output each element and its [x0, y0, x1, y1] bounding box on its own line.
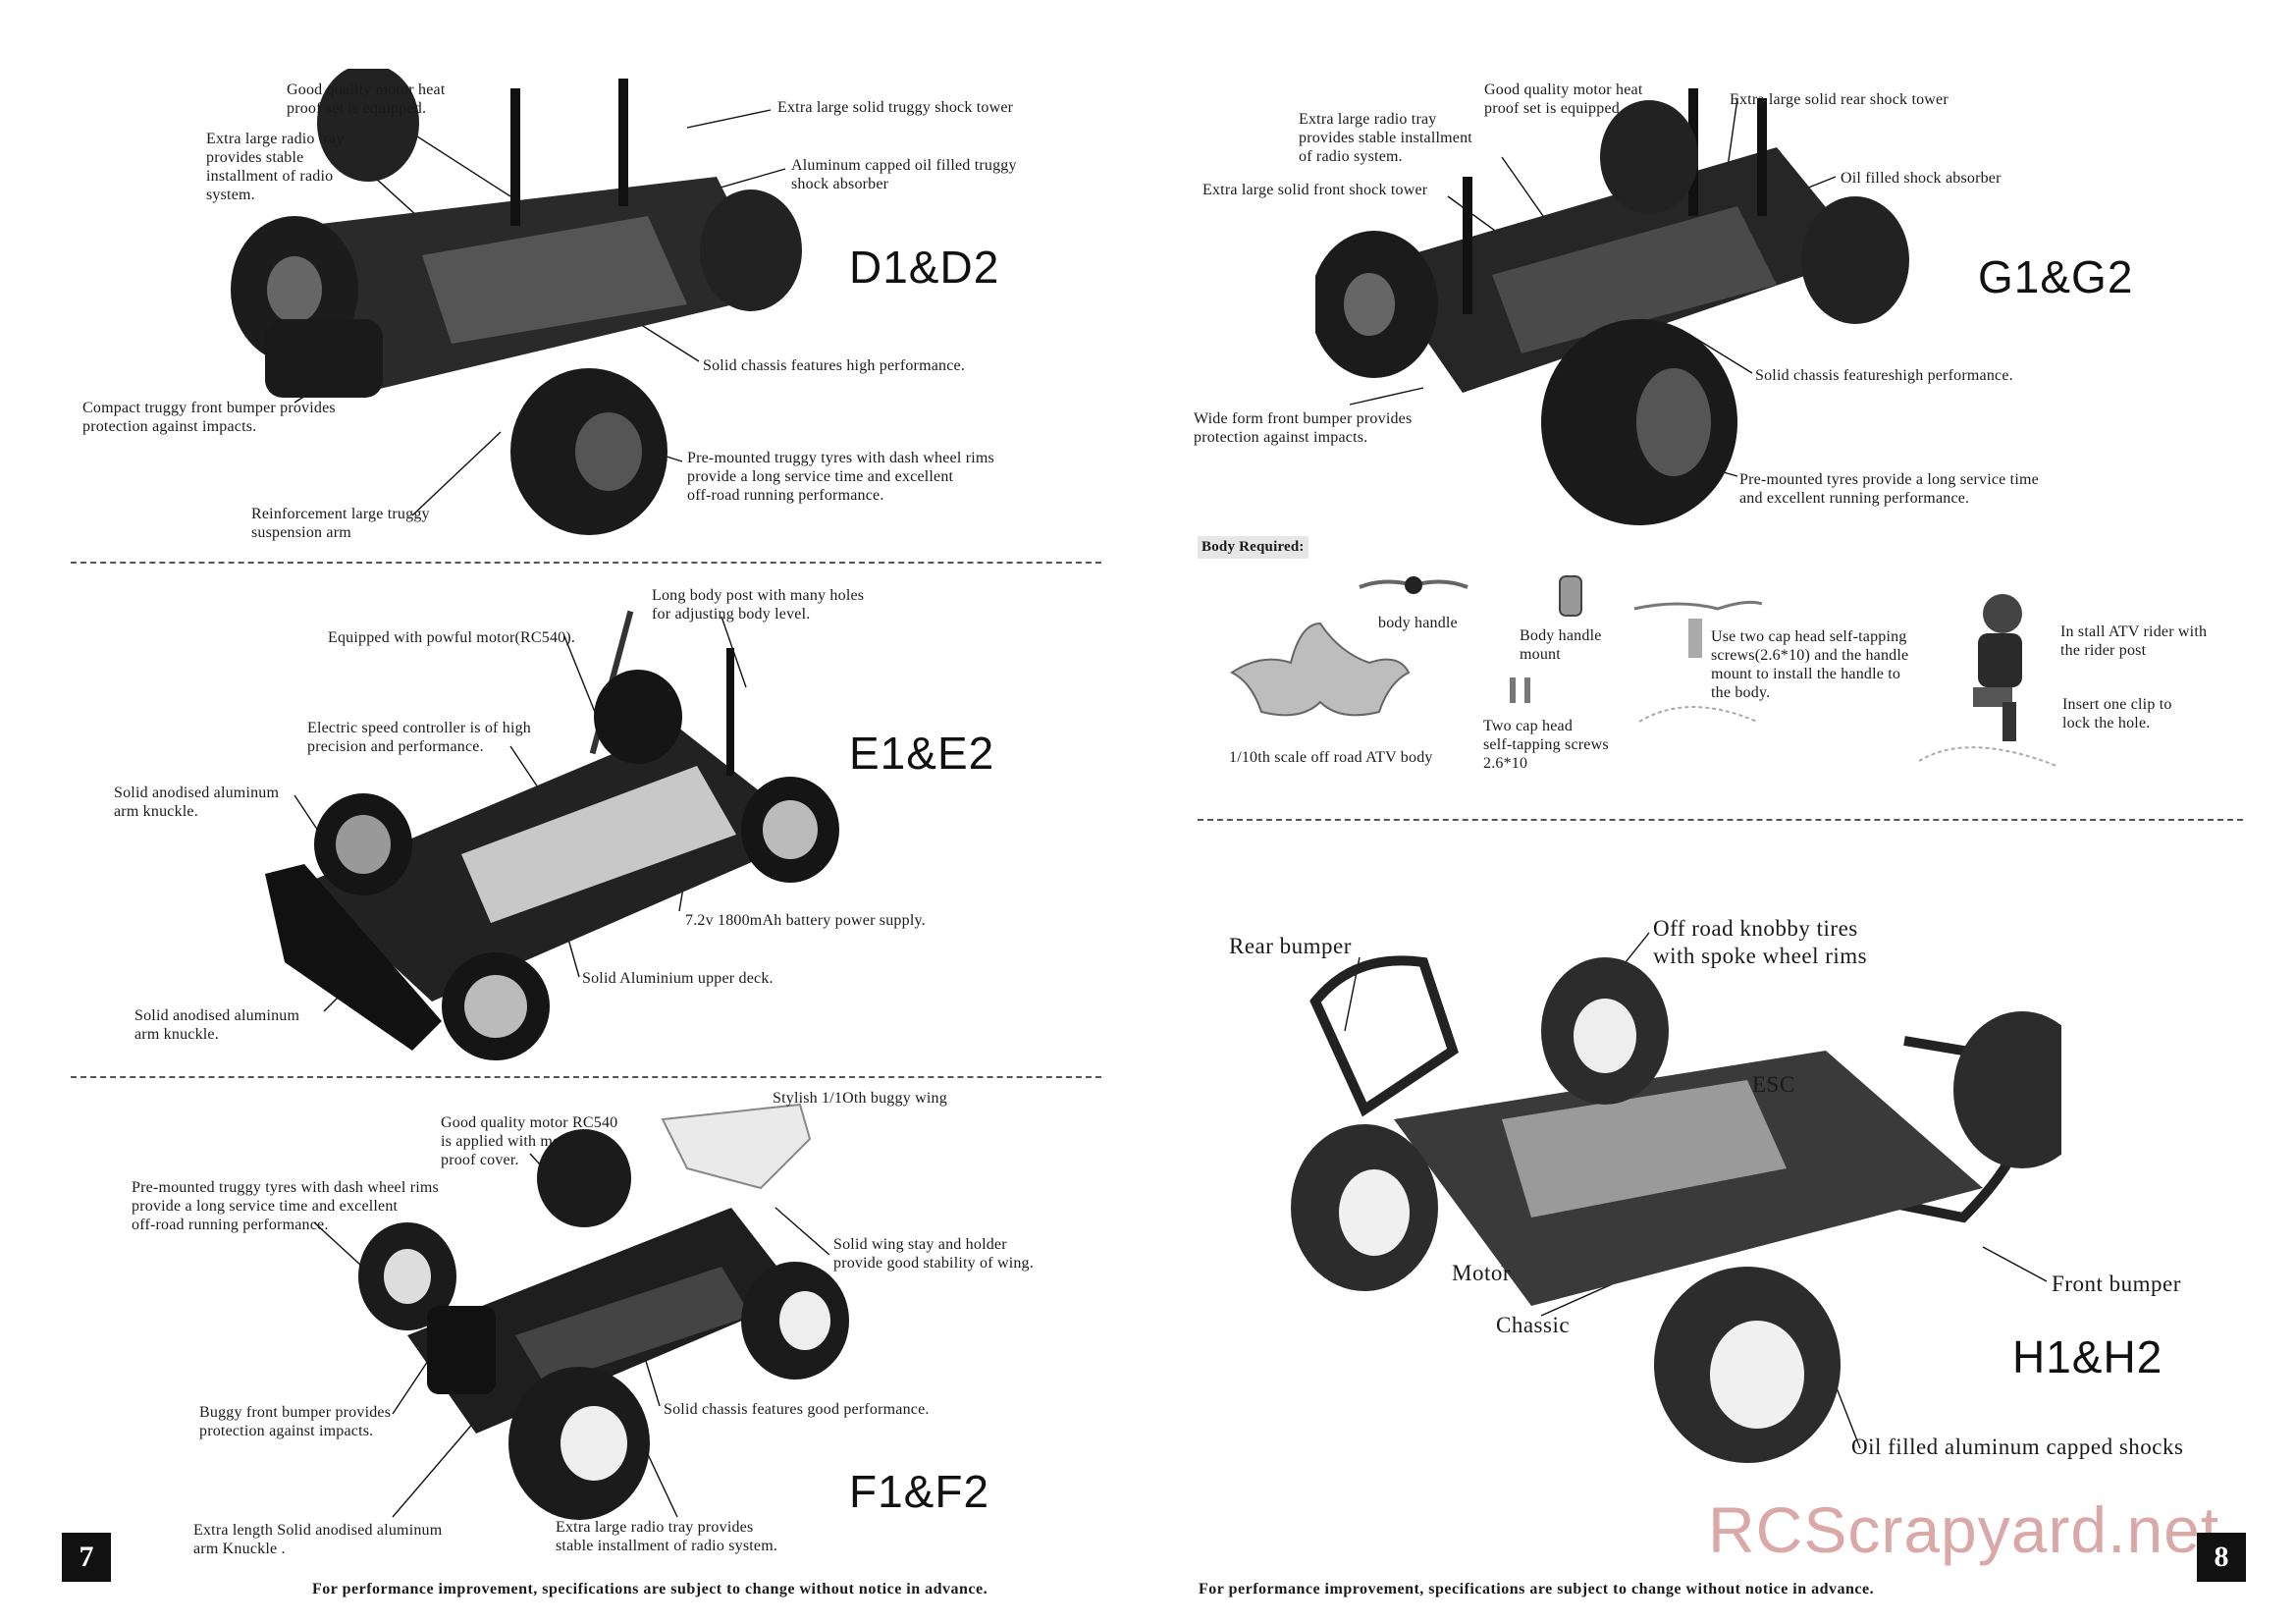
h-short-course-truck-image	[1291, 955, 2061, 1463]
body-required-title: Body Required:	[1198, 536, 1308, 559]
cap-screws-label: Two cap head self-tapping screws 2.6*10	[1483, 718, 1609, 772]
d-truggy-chassis-image	[231, 69, 802, 535]
callout-g-motor-heat-proof: Good quality motor heat proof set is equ…	[1484, 81, 1643, 117]
section-divider	[71, 562, 1101, 564]
page-number-right: 8	[2197, 1533, 2246, 1582]
callout-f-arm-knuckle: Extra length Solid anodised aluminum arm…	[193, 1522, 443, 1557]
watermark: RCScrapyard.net	[1708, 1493, 2220, 1566]
atv-rider-image	[1918, 594, 2057, 767]
install-rider-note: In stall ATV rider with the rider post	[2060, 623, 2208, 659]
section-divider	[71, 1076, 1101, 1078]
callout-h-front-bumper: Front bumper	[2052, 1272, 2181, 1296]
callout-f-motor: Good quality motor RC540 is applied with…	[441, 1114, 618, 1168]
body-handle-image	[1359, 576, 1468, 594]
callout-g-chassis: Solid chassis featureshigh performance.	[1755, 367, 2013, 384]
callout-g-radio-tray: Extra large radio tray provides stable i…	[1299, 111, 1472, 165]
model-code-d: D1&D2	[849, 242, 1000, 293]
g-monster-truck-chassis-image	[1315, 88, 1909, 525]
callout-e-esc: Electric speed controller is of high pre…	[307, 720, 532, 755]
install-handle-note: Use two cap head self-tapping screws(2.6…	[1711, 628, 1909, 701]
callout-f-front-bumper: Buggy front bumper provides protection a…	[199, 1404, 392, 1439]
callout-d-front-bumper: Compact truggy front bumper provides pro…	[82, 400, 336, 435]
callout-f-wing-stay: Solid wing stay and holder provide good …	[833, 1236, 1034, 1272]
callout-f-tyres: Pre-mounted truggy tyres with dash wheel…	[132, 1179, 439, 1233]
callout-e-arm-knuckle-2: Solid anodised aluminum arm knuckle.	[134, 1007, 300, 1043]
body-handle-mount-label: Body handle mount	[1520, 627, 1602, 663]
footer-disclaimer-right: For performance improvement, specificati…	[1199, 1581, 1875, 1597]
e-touring-chassis-image	[265, 610, 839, 1060]
callout-h-esc: ESC	[1752, 1072, 1795, 1097]
model-code-g: G1&G2	[1978, 251, 2134, 302]
handle-install-diagram	[1633, 600, 1763, 723]
callout-f-radio-tray: Extra large radio tray provides stable i…	[556, 1519, 778, 1554]
callout-f-wing: Stylish 1/1Oth buggy wing	[773, 1090, 947, 1107]
model-code-h: H1&H2	[2012, 1331, 2163, 1382]
callout-f-chassis: Solid chassis features good performance.	[664, 1401, 930, 1418]
callout-e-battery: 7.2v 1800mAh battery power supply.	[685, 912, 926, 929]
callout-d-motor-heat-proof: Good quality motor heat proof set is equ…	[287, 81, 446, 117]
callout-h-motor: Motor	[1452, 1261, 1511, 1285]
callout-d-suspension-arm: Reinforcement large truggy suspension ar…	[251, 506, 430, 541]
callout-e-upper-deck: Solid Aluminium upper deck.	[582, 970, 774, 987]
callout-g-rear-shock-tower: Extra large solid rear shock tower	[1730, 91, 1949, 108]
model-code-f: F1&F2	[849, 1466, 990, 1517]
handle-mount-image	[1559, 575, 1582, 617]
callout-d-shock-absorber: Aluminum capped oil filled truggy shock …	[791, 157, 1017, 192]
callout-e-arm-knuckle-1: Solid anodised aluminum arm knuckle.	[114, 785, 280, 820]
callout-g-front-shock-tower: Extra large solid front shock tower	[1202, 182, 1428, 198]
f-buggy-chassis-image	[358, 1103, 849, 1520]
callout-h-chassis: Chassic	[1496, 1313, 1571, 1337]
callout-h-tires: Off road knobby tires with spoke wheel r…	[1653, 916, 1868, 968]
callout-d-chassis: Solid chassis features high performance.	[703, 357, 966, 374]
callout-g-shock-absorber: Oil filled shock absorber	[1841, 170, 2002, 187]
atv-body-image	[1230, 622, 1411, 717]
insert-clip-note: Insert one clip to lock the hole.	[2062, 696, 2172, 731]
cap-screws-image	[1510, 677, 1530, 703]
footer-disclaimer-left: For performance improvement, specificati…	[312, 1581, 988, 1597]
body-handle-label: body handle	[1378, 615, 1458, 631]
callout-h-rear-bumper: Rear bumper	[1229, 934, 1352, 958]
model-code-e: E1&E2	[849, 728, 995, 779]
callout-h-shocks: Oil filled aluminum capped shocks	[1851, 1435, 2184, 1459]
callout-e-body-post: Long body post with many holes for adjus…	[652, 587, 865, 623]
callout-d-shock-tower: Extra large solid truggy shock tower	[777, 99, 1014, 116]
callout-g-tyres: Pre-mounted tyres provide a long service…	[1739, 471, 2039, 507]
page-number-left: 7	[62, 1533, 111, 1582]
callout-d-radio-tray: Extra large radio tray provides stable i…	[206, 131, 345, 203]
section-divider	[1198, 819, 2243, 821]
atv-body-label: 1/10th scale off road ATV body	[1229, 749, 1433, 766]
callout-g-front-bumper: Wide form front bumper provides protecti…	[1194, 410, 1413, 446]
callout-e-motor: Equipped with powful motor(RC540).	[328, 629, 576, 646]
callout-d-tyres: Pre-mounted truggy tyres with dash wheel…	[687, 450, 994, 504]
